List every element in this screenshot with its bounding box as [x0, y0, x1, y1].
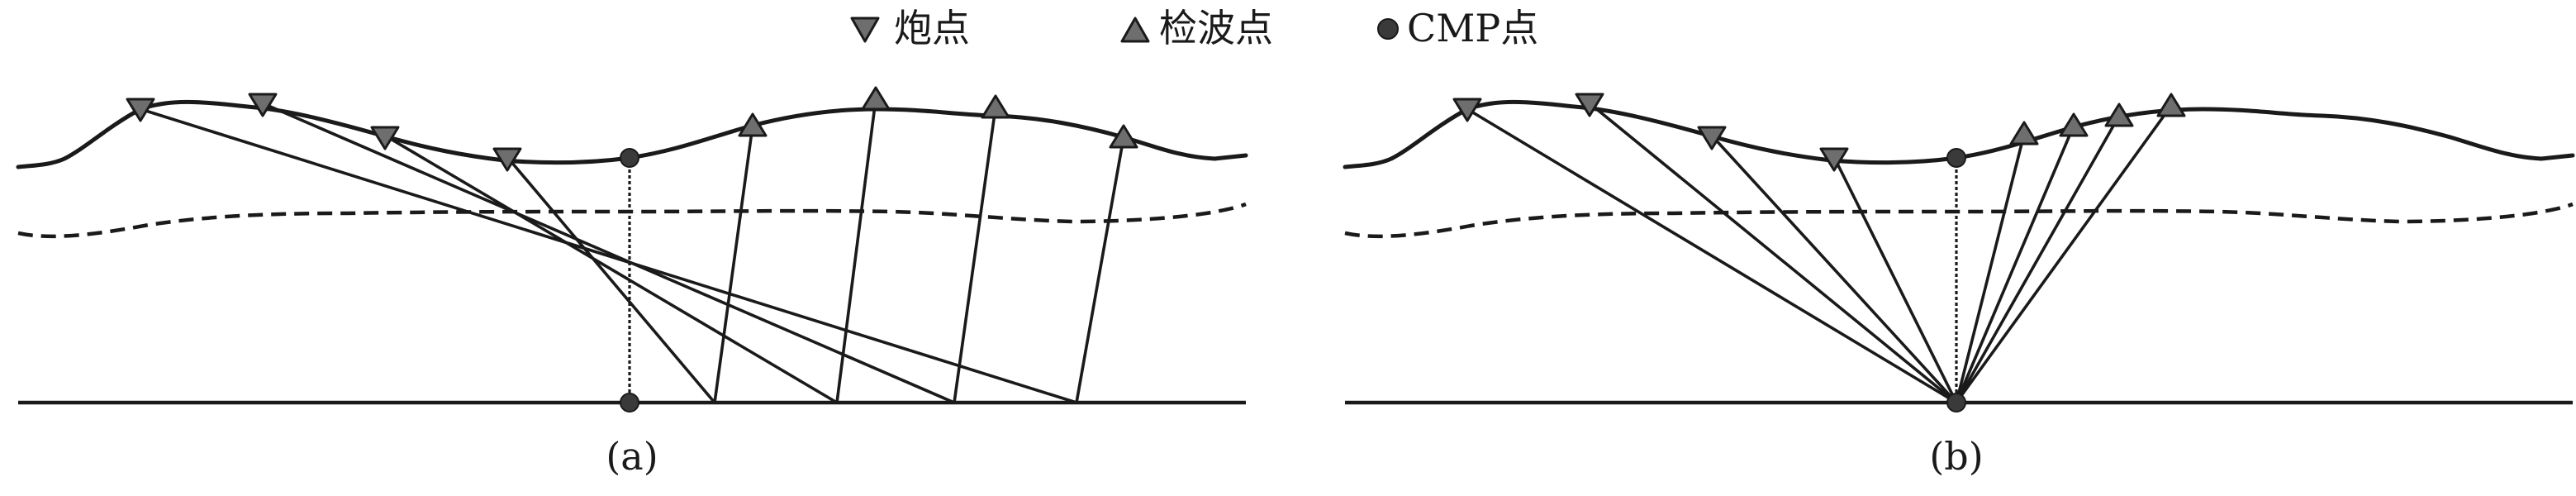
ray-path — [1710, 134, 1958, 404]
subsurface-interface — [17, 202, 1247, 239]
receiver-point-icon — [981, 94, 1010, 119]
ray-path — [1588, 102, 1958, 404]
shot-point-icon — [1452, 98, 1482, 122]
ray-path — [835, 98, 877, 403]
panel-b: (b) — [1343, 93, 2575, 479]
ray-path — [1955, 115, 2121, 403]
shot-point-icon — [1819, 147, 1849, 172]
cmp-point-icon — [1946, 393, 1966, 413]
legend-shot-label: 炮点 — [894, 6, 970, 50]
ray-path — [140, 107, 1077, 404]
receiver-point-icon — [2104, 103, 2134, 127]
panel-b-caption: (b) — [1929, 434, 1983, 479]
panel-a: (a) — [16, 86, 1248, 479]
ray-path — [1955, 104, 2173, 404]
subsurface-interface — [1344, 202, 2574, 239]
ray-path — [506, 155, 716, 404]
ray-path — [1466, 107, 1957, 404]
shot-point-icon — [370, 126, 400, 150]
ray-path — [262, 102, 955, 404]
receiver-point-icon — [1109, 124, 1138, 149]
receiver-point-icon — [2156, 93, 2186, 117]
ground-surface — [16, 99, 1248, 169]
ray-path — [1955, 133, 2026, 403]
panel-a-caption: (a) — [606, 434, 658, 479]
receiver-point-icon — [2059, 112, 2089, 137]
receiver-point-icon — [2009, 121, 2039, 145]
receiver-point-icon — [738, 112, 768, 137]
cmp-point-icon — [620, 148, 639, 168]
legend: 炮点 检波点 CMP点 — [850, 6, 1538, 50]
ray-path — [384, 134, 838, 404]
legend-cmp-label: CMP点 — [1407, 6, 1538, 50]
legend-receiver-label: 检波点 — [1159, 6, 1273, 50]
ray-path — [1955, 125, 2075, 403]
shot-point-icon — [1575, 93, 1604, 117]
ray-path — [713, 125, 754, 403]
cmp-legend-icon — [1377, 18, 1399, 40]
shot-point-icon — [1697, 126, 1727, 150]
receiver-legend-icon — [1120, 17, 1150, 43]
ray-path — [953, 107, 997, 403]
ray-path — [1832, 156, 1958, 403]
ray-path — [1075, 136, 1125, 403]
ground-surface — [1343, 99, 2575, 169]
shot-point-icon — [126, 98, 155, 122]
shot-point-icon — [248, 93, 278, 117]
cmp-point-icon — [620, 393, 639, 413]
shot-point-icon — [492, 147, 522, 172]
cmp-point-icon — [1946, 148, 1966, 168]
shot-legend-icon — [850, 17, 880, 43]
receiver-point-icon — [861, 86, 891, 111]
